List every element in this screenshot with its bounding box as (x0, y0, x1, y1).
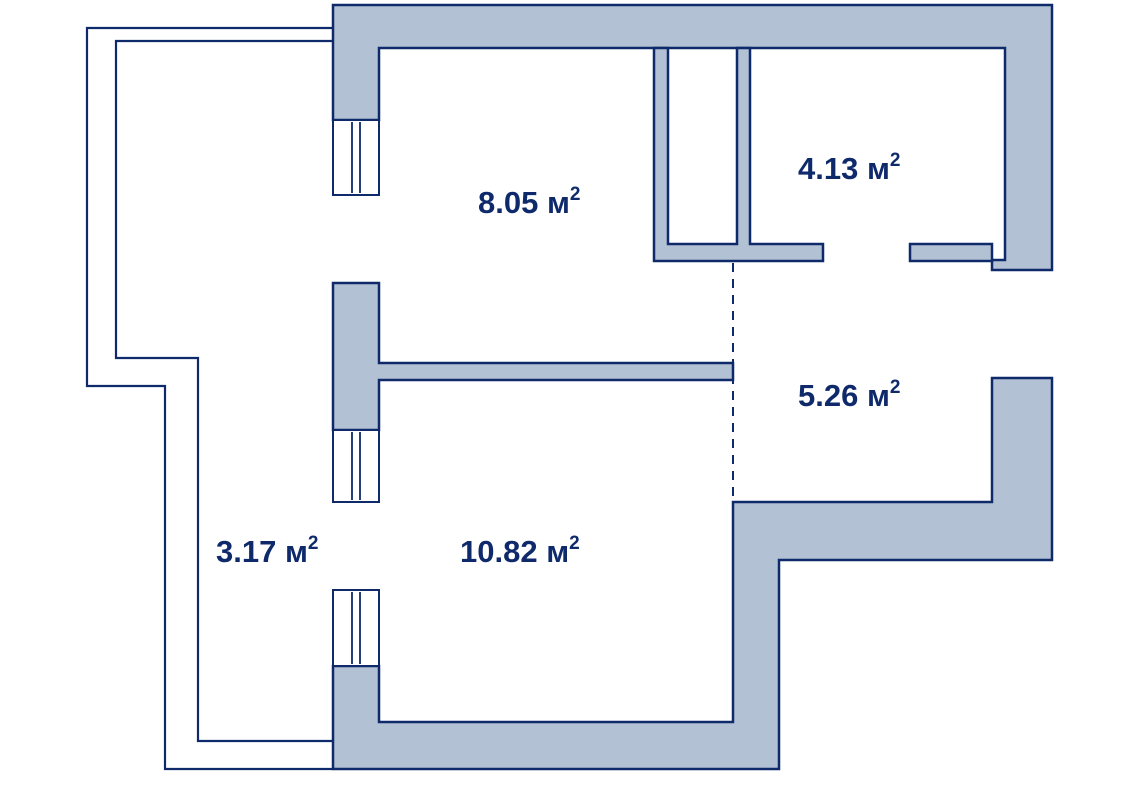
outer-wall-top (331, 3, 1054, 272)
wall-partition-middle (331, 281, 735, 432)
wall-pillar (652, 46, 825, 263)
area-label-room-bottom: 10.82 м2 (460, 533, 580, 569)
outer-wall-bottom (331, 376, 1054, 771)
balcony-outline-inner (114, 39, 333, 743)
wall-stub-bath (908, 242, 994, 263)
area-label-room-hall: 5.26 м2 (798, 377, 900, 413)
area-label-balcony: 3.17 м2 (216, 533, 318, 569)
window-bottom (332, 589, 380, 667)
area-label-room-top-right: 4.13 м2 (798, 150, 900, 186)
area-label-room-top-left: 8.05 м2 (478, 184, 580, 220)
balcony-outline-outer (85, 26, 333, 771)
window-middle (332, 429, 380, 503)
window-top (332, 119, 380, 196)
